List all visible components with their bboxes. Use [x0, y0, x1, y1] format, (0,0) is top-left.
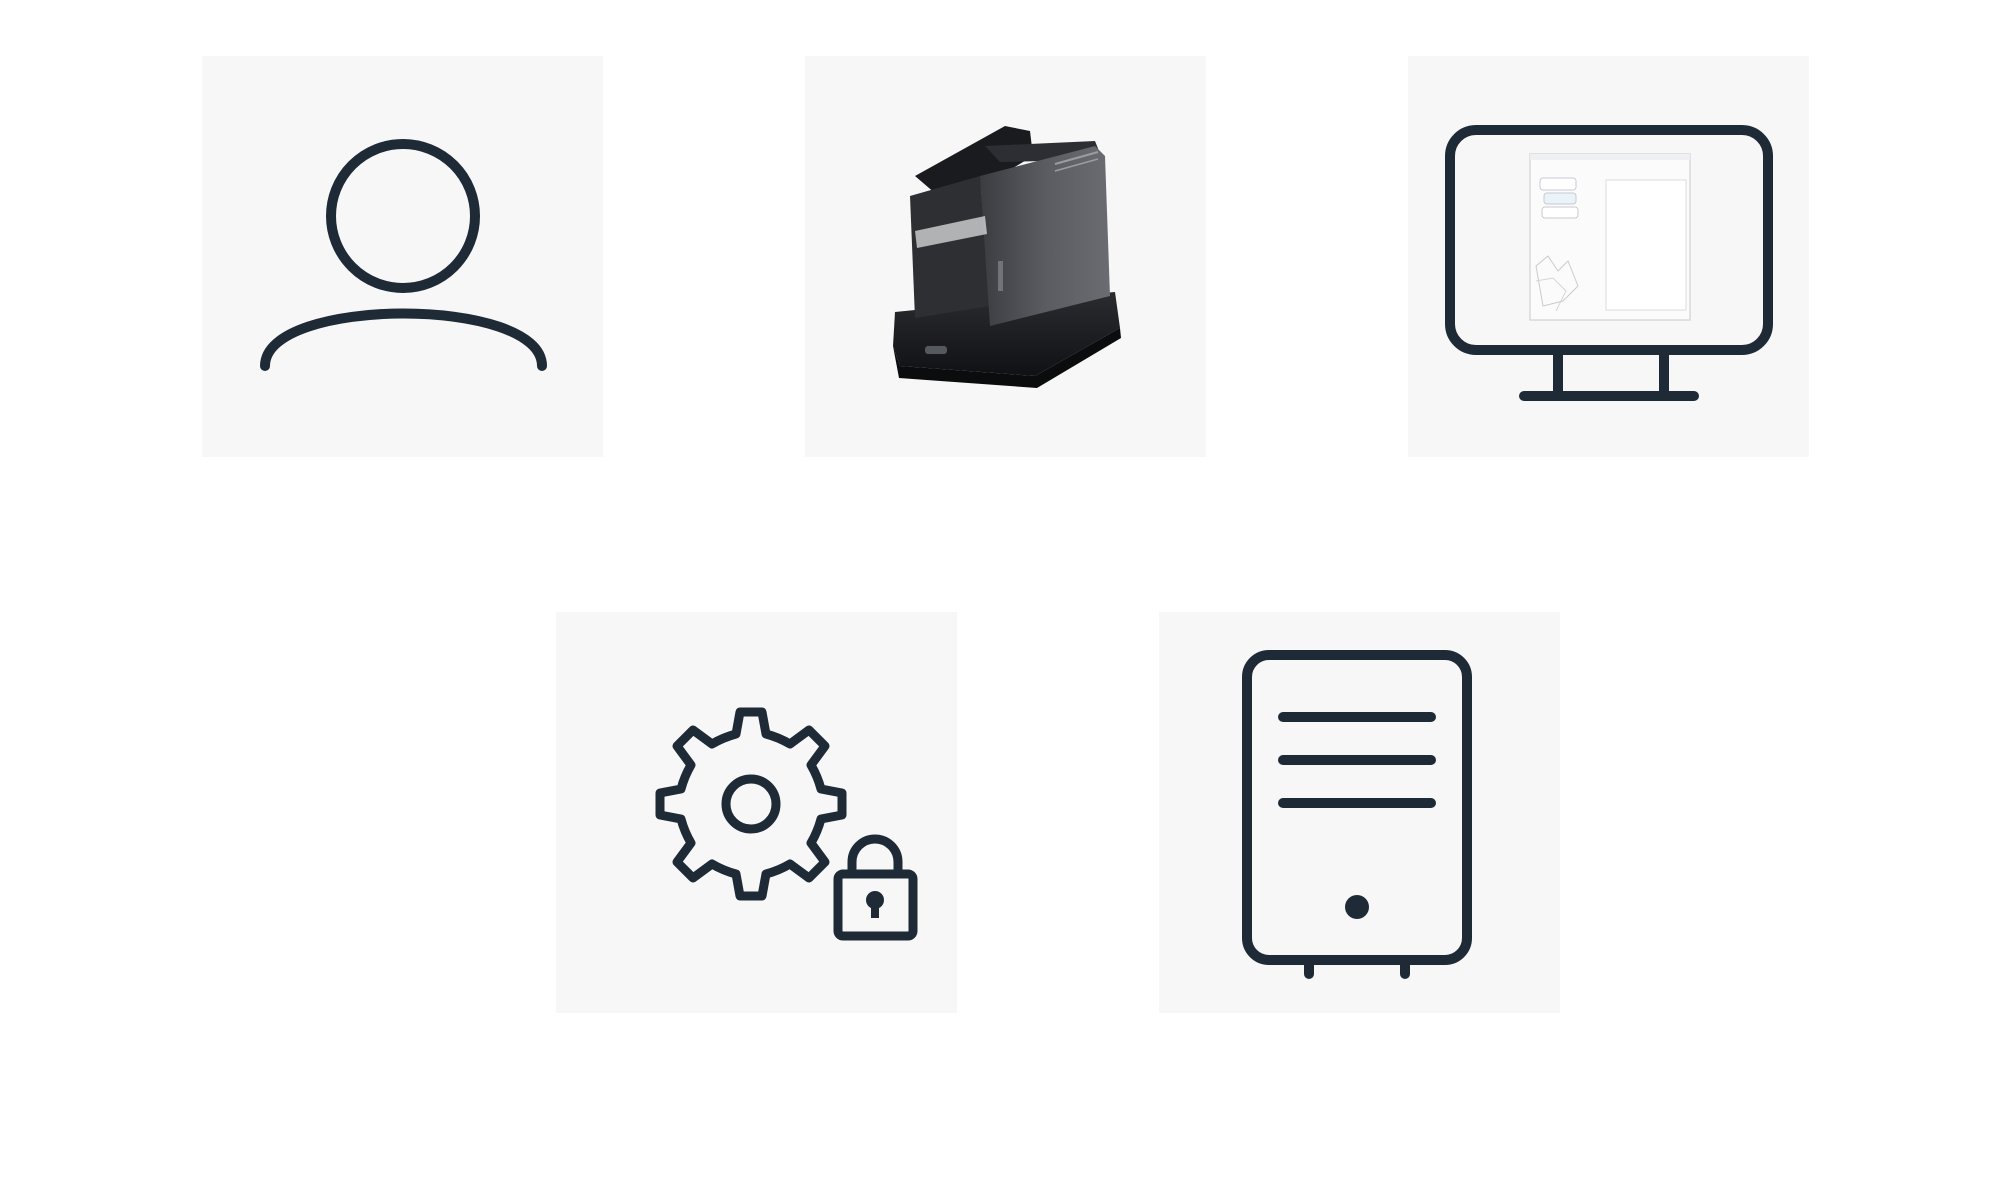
device-tile	[805, 56, 1206, 457]
screen-thumbnail-image	[1529, 153, 1691, 321]
user-tile	[202, 56, 603, 457]
lock-icon	[833, 834, 918, 941]
gear-lock-tile	[556, 612, 957, 1013]
monitor-tile	[1408, 56, 1809, 457]
server-tower-icon	[1242, 650, 1472, 979]
monitor-icon	[1445, 125, 1773, 401]
user-icon	[260, 139, 547, 371]
server-tile	[1159, 612, 1560, 1013]
gear-icon	[655, 707, 847, 901]
docking-station-device-image	[893, 126, 1121, 388]
gear-lock-icon	[655, 707, 918, 941]
